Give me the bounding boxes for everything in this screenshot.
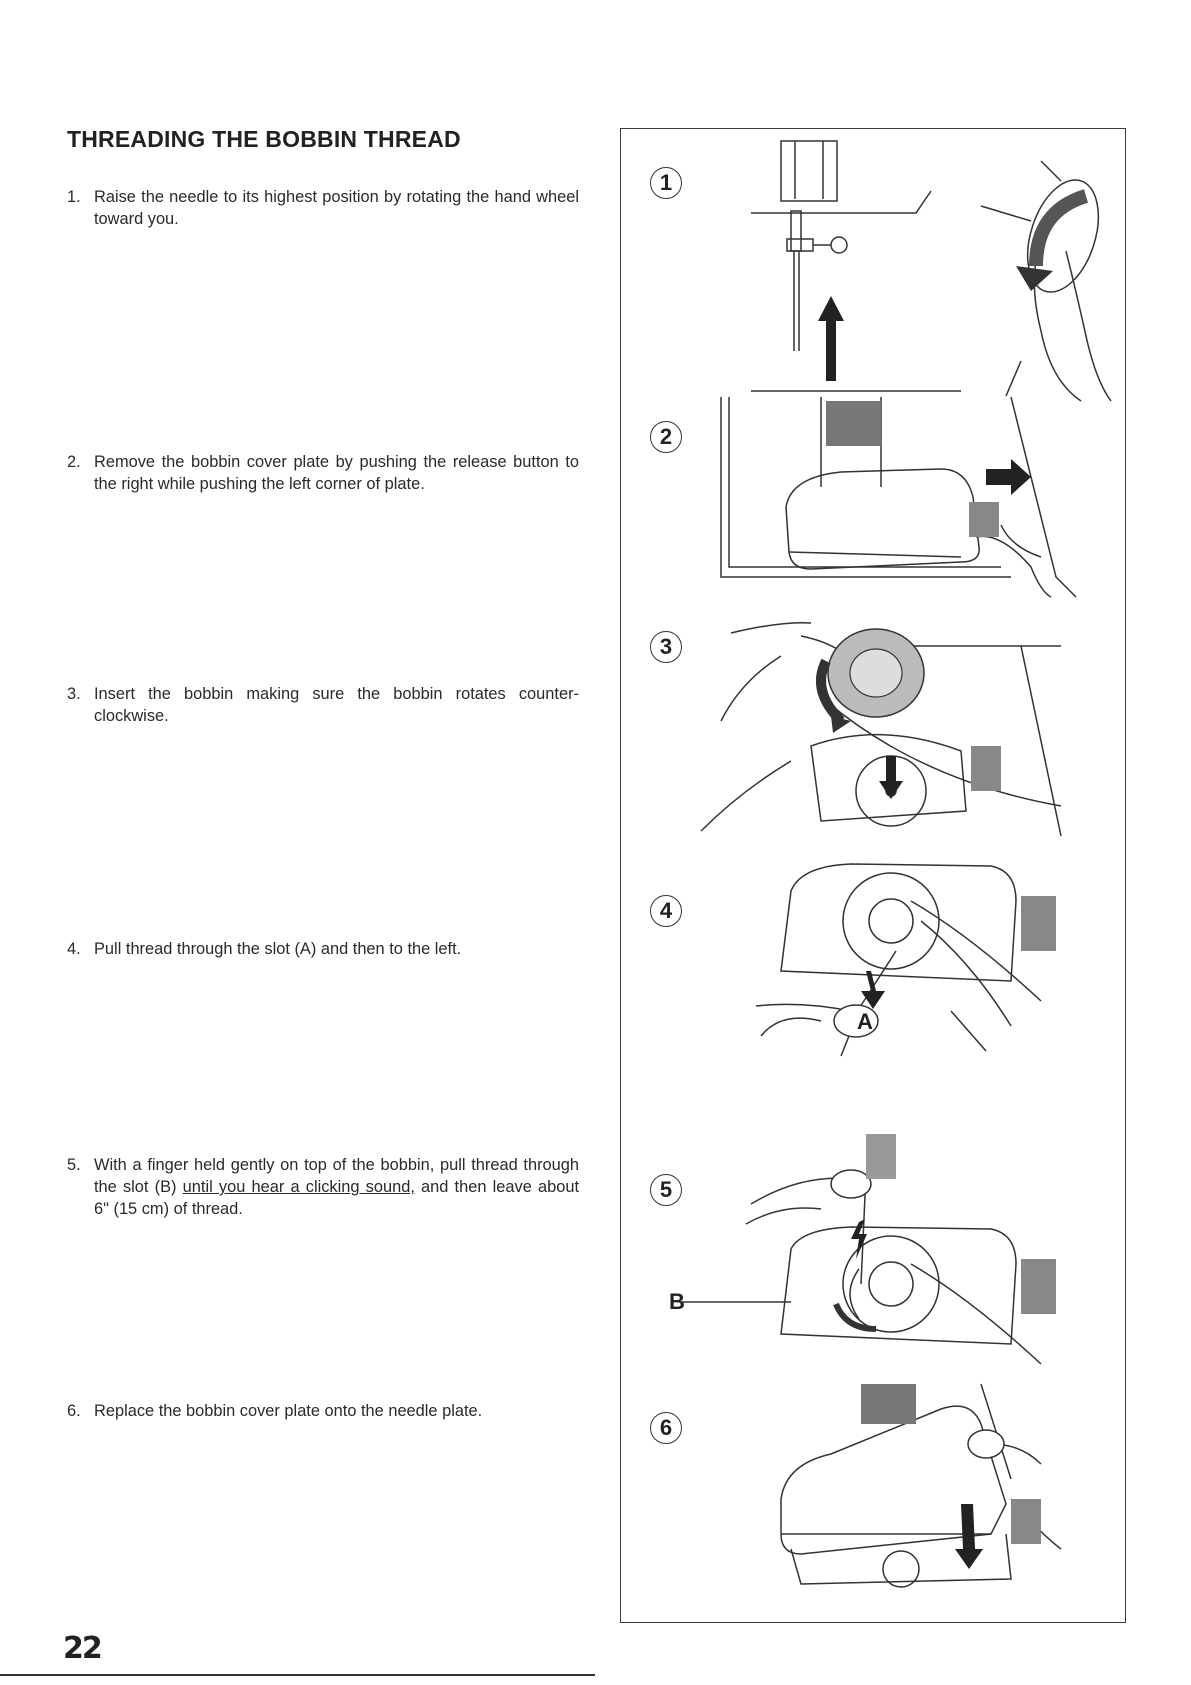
step-number: 4. <box>67 940 81 958</box>
figure-1-needle-handwheel <box>691 140 1112 411</box>
step-text-underlined: until you hear a clicking sound, <box>182 1178 415 1196</box>
step-text-after: and then leave about 6" (15 cm) of threa… <box>94 1178 579 1218</box>
insert-bobbin-illustration <box>700 621 1062 837</box>
step-6: 6. Replace the bobbin cover plate onto t… <box>67 1400 579 1422</box>
step-text: Insert the bobbin making sure the bobbin… <box>94 685 579 725</box>
figure-number-3: 3 <box>650 631 682 663</box>
step-3: 3. Insert the bobbin making sure the bob… <box>67 683 579 727</box>
step-text: With a finger held gently on top of the … <box>94 1154 579 1220</box>
figure-3-insert-bobbin <box>700 611 1101 837</box>
slot-b-label: B <box>669 1289 685 1314</box>
step-number: 2. <box>67 453 81 471</box>
needle-handwheel-illustration <box>751 140 1112 402</box>
step-5: 5. With a finger held gently on top of t… <box>67 1154 579 1220</box>
step-text: Replace the bobbin cover plate onto the … <box>94 1402 483 1420</box>
step-text: Pull thread through the slot (A) and the… <box>94 940 462 958</box>
slot-a-label: A <box>857 1009 873 1034</box>
step-1: 1. Raise the needle to its highest posit… <box>67 186 579 230</box>
page-title: THREADING THE BOBBIN THREAD <box>67 126 461 152</box>
slot-b-illustration <box>681 1134 1056 1365</box>
step-text-before: With a finger held gently on top of the … <box>94 1156 579 1196</box>
step-number: 5. <box>67 1156 81 1174</box>
figure-6-replace-cover <box>741 1383 1111 1604</box>
replace-cover-illustration <box>780 1383 1062 1588</box>
figure-number-1: 1 <box>650 167 682 199</box>
bottom-rule <box>0 1674 595 1676</box>
step-2: 2. Remove the bobbin cover plate by push… <box>67 451 579 495</box>
figure-5-slot-b <box>681 1134 1101 1374</box>
step-text: Raise the needle to its highest position… <box>94 188 579 228</box>
step-number: 1. <box>67 188 81 206</box>
step-4: 4. Pull thread through the slot (A) and … <box>67 938 579 960</box>
step-number: 3. <box>67 685 81 703</box>
cover-plate-illustration <box>720 396 1077 598</box>
step-text: Remove the bobbin cover plate by pushing… <box>94 453 579 493</box>
figure-number-2: 2 <box>650 421 682 453</box>
slot-a-illustration <box>755 863 1056 1057</box>
figure-number-4: 4 <box>650 895 682 927</box>
figure-number-5: 5 <box>650 1174 682 1206</box>
step-number: 6. <box>67 1402 81 1420</box>
illustration-panel: 1 <box>620 128 1126 1623</box>
page-number: 22 <box>63 1631 103 1666</box>
figure-number-6: 6 <box>650 1412 682 1444</box>
figure-2-cover-plate <box>711 396 1111 627</box>
figure-4-slot-a <box>741 861 1101 1081</box>
